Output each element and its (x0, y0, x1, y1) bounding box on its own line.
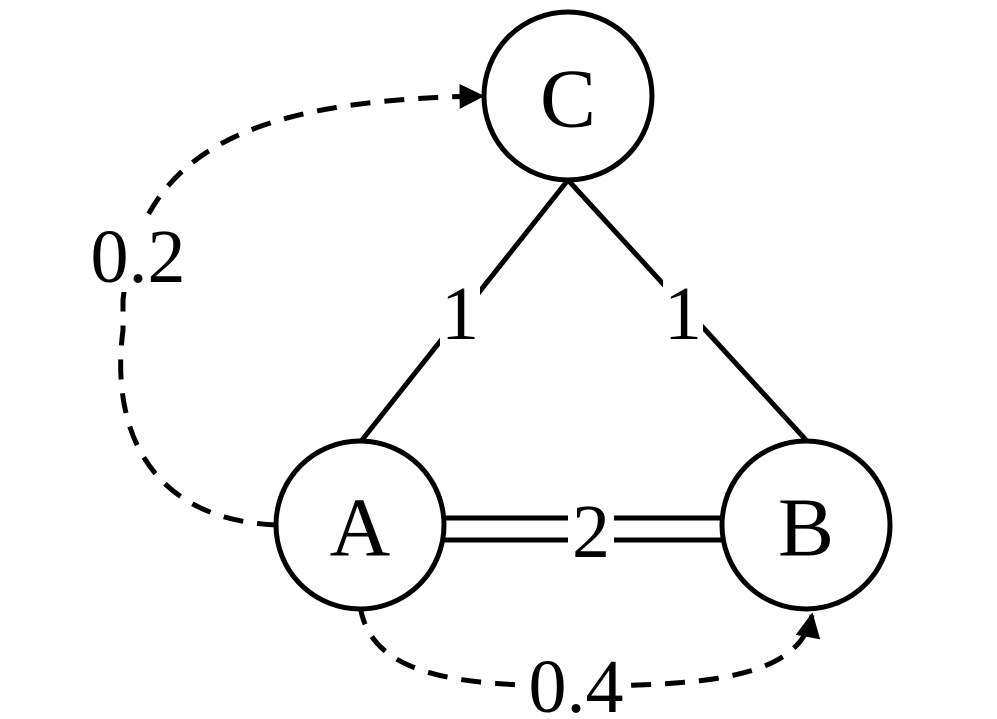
node-c: C (481, 9, 655, 183)
edge-weight-a-to-c: 0.2 (91, 215, 186, 299)
edge-a-to-c-dashed (118, 83, 485, 528)
node-a: A (273, 438, 447, 612)
edge-weight-ac: 1 (441, 272, 479, 356)
edge-weight-ab: 2 (572, 490, 610, 574)
edge-weight-bc: 1 (664, 272, 702, 356)
node-a-label: A (330, 482, 391, 575)
node-b: B (719, 438, 893, 612)
edge-label-a-to-c: 0.2 (84, 215, 190, 299)
edge-weight-a-to-b: 0.4 (529, 645, 624, 719)
node-b-label: B (778, 482, 834, 575)
edge-label-a-to-b: 0.4 (522, 645, 630, 719)
node-c-label: C (540, 53, 596, 146)
edge-label-bc: 1 (663, 272, 703, 356)
edge-label-ac: 1 (440, 272, 480, 356)
edge-label-ab: 2 (568, 490, 614, 574)
